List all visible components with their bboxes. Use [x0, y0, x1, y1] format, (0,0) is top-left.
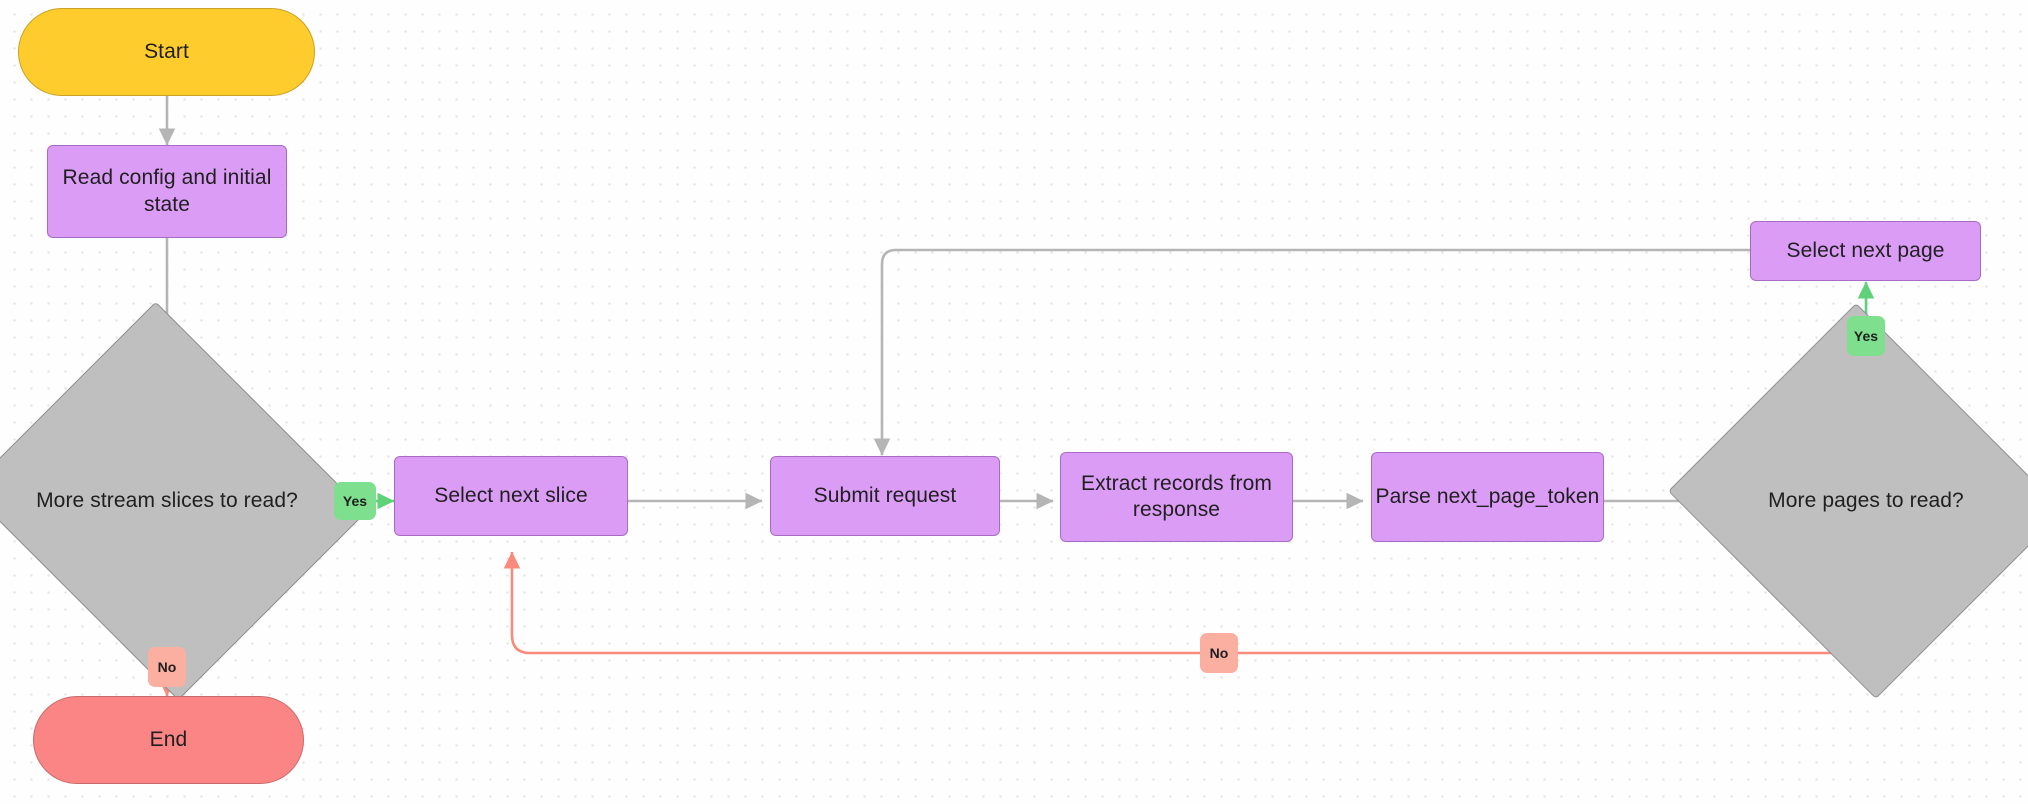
edge-label-pages-yes-text: Yes	[1853, 328, 1879, 344]
node-submit-request-label: Submit request	[813, 483, 957, 507]
node-select-next-slice[interactable]: Select next slice	[394, 456, 628, 536]
edge-label-slices-yes-text: Yes	[342, 493, 368, 509]
node-start-label: Start	[144, 39, 189, 63]
node-extract-records-label: Extract records from response	[1080, 471, 1273, 521]
node-start[interactable]: Start	[18, 8, 315, 96]
node-submit-request[interactable]: Submit request	[770, 456, 1000, 536]
edge-label-slices-yes[interactable]: Yes	[334, 482, 376, 520]
node-parse-next-page-token[interactable]: Parse next_page_token	[1371, 452, 1604, 542]
node-extract-records[interactable]: Extract records from response	[1060, 452, 1293, 542]
edge-more-pages-no	[503, 551, 1868, 655]
node-end-label: End	[149, 727, 188, 751]
edge-label-pages-no-text: No	[1209, 645, 1229, 661]
edge-label-slices-no[interactable]: No	[148, 647, 186, 687]
node-parse-next-page-token-label: Parse next_page_token	[1375, 484, 1600, 508]
node-more-stream-slices[interactable]: More stream slices to read?	[0, 301, 367, 701]
edge-next-page-to-submit	[873, 248, 1750, 456]
edge-label-slices-no-text: No	[157, 659, 177, 675]
node-more-pages-to-read[interactable]: More pages to read?	[1668, 303, 2028, 699]
node-read-config[interactable]: Read config and initial state	[47, 145, 287, 238]
edge-label-pages-no[interactable]: No	[1200, 633, 1238, 673]
node-select-next-slice-label: Select next slice	[434, 483, 588, 507]
node-end[interactable]: End	[33, 696, 304, 784]
edge-label-pages-yes[interactable]: Yes	[1847, 316, 1885, 356]
node-read-config-label: Read config and initial state	[62, 166, 272, 216]
node-select-next-page-label: Select next page	[1786, 238, 1945, 262]
node-select-next-page[interactable]: Select next page	[1750, 221, 1981, 281]
node-more-stream-slices-label: More stream slices to read?	[36, 488, 298, 512]
node-more-pages-to-read-label: More pages to read?	[1768, 488, 1964, 512]
